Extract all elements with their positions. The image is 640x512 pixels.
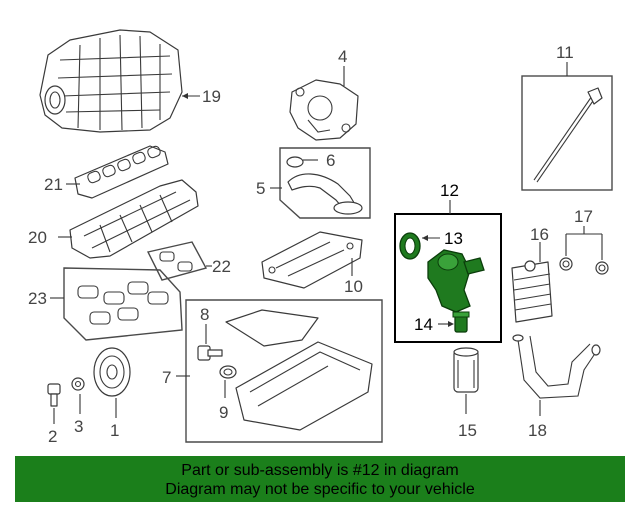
callout-23: 23 xyxy=(28,289,47,308)
part-15-oil-filter[interactable] xyxy=(453,347,479,393)
part-20-lower-intake-manifold[interactable] xyxy=(69,179,199,259)
callout-5: 5 xyxy=(256,179,265,198)
part-3-washer[interactable] xyxy=(71,377,85,391)
callout-19: 19 xyxy=(202,87,221,106)
callout-17: 17 xyxy=(574,207,593,226)
callout-3: 3 xyxy=(74,417,83,436)
callout-20: 20 xyxy=(28,228,47,247)
callout-16: 16 xyxy=(530,225,549,244)
callout-12: 12 xyxy=(440,181,459,200)
arrowhead-13 xyxy=(422,235,428,241)
part-8-drain-plug[interactable] xyxy=(197,345,223,361)
part-1-crankshaft-pulley[interactable] xyxy=(93,347,131,397)
part-12-group-box xyxy=(394,213,502,343)
banner-line-2: Diagram may not be specific to your vehi… xyxy=(165,481,475,498)
part-2-pulley-bolt[interactable] xyxy=(47,383,61,407)
callout-11: 11 xyxy=(556,43,574,62)
callout-1: 1 xyxy=(110,421,119,440)
callout-15: 15 xyxy=(458,421,477,440)
part-12-oil-filter-adapter[interactable] xyxy=(399,232,485,333)
part-5-oil-pickup-tube[interactable] xyxy=(279,147,371,219)
callout-14: 14 xyxy=(414,315,433,334)
part-10-baffle[interactable] xyxy=(261,231,363,289)
callout-13: 13 xyxy=(444,229,463,248)
leader-17 xyxy=(565,226,603,260)
part-19-intake-manifold[interactable] xyxy=(39,29,183,133)
arrowhead-19 xyxy=(182,93,188,99)
callout-8: 8 xyxy=(200,305,209,324)
part-18-cooler-hoses[interactable] xyxy=(512,334,601,399)
info-banner: Part or sub-assembly is #12 in diagram D… xyxy=(15,456,625,502)
part-9-drain-plug-gasket[interactable] xyxy=(219,365,237,379)
banner-line-1: Part or sub-assembly is #12 in diagram xyxy=(181,462,459,479)
part-22-gasket-pair[interactable] xyxy=(146,241,208,281)
callout-7: 7 xyxy=(162,368,171,387)
callout-22: 22 xyxy=(212,257,231,276)
callout-21: 21 xyxy=(44,175,63,194)
part-17-hose-clamps[interactable] xyxy=(559,257,609,275)
oil-pan-group-box xyxy=(185,299,383,443)
callout-2: 2 xyxy=(48,427,57,446)
callout-10: 10 xyxy=(344,277,363,296)
callout-9: 9 xyxy=(219,403,228,422)
callout-18: 18 xyxy=(528,421,547,440)
part-16-oil-cooler[interactable] xyxy=(511,260,553,323)
part-11-dipstick[interactable] xyxy=(521,75,613,191)
callout-6: 6 xyxy=(326,151,335,170)
part-7-oil-pan[interactable] xyxy=(225,309,373,431)
part-21-gasket-set[interactable] xyxy=(74,145,169,199)
callout-4: 4 xyxy=(338,47,347,66)
arrowhead-14 xyxy=(448,321,454,327)
part-23-manifold-gaskets[interactable] xyxy=(63,267,183,341)
part-4-oil-pump[interactable] xyxy=(289,79,359,141)
